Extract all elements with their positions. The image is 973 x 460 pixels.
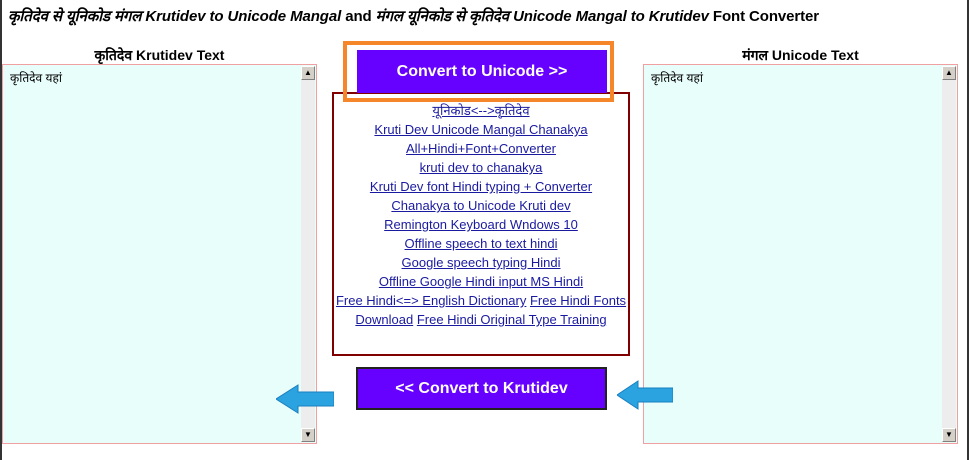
scroll-up-icon[interactable]: ▲ (301, 66, 315, 80)
unicode-textarea-value: कृतिदेव यहां (651, 71, 703, 85)
link-remington-keyboard[interactable]: Remington Keyboard Wndows 10 (384, 217, 578, 232)
link-all-hindi-font-converter[interactable]: All+Hindi+Font+Converter (406, 141, 556, 156)
link-kruti-dev-font-hindi-typing[interactable]: Kruti Dev font Hindi typing + Converter (369, 179, 593, 194)
page-title: कृतिदेव से यूनिकोड मंगल Krutidev to Unic… (8, 6, 968, 26)
unicode-text-label: मंगल Unicode Text (742, 47, 859, 63)
link-unicode-krutidev[interactable]: यूनिकोड<-->कृतिदेव (432, 103, 530, 118)
scroll-up-icon[interactable]: ▲ (942, 66, 956, 80)
related-links-box: यूनिकोड<-->कृतिदेव Kruti Dev Unicode Man… (332, 92, 630, 356)
arrow-left-icon (276, 384, 334, 414)
scroll-down-icon[interactable]: ▼ (301, 428, 315, 442)
convert-to-krutidev-button[interactable]: << Convert to Krutidev (356, 367, 607, 410)
krutidev-text-label: कृतिदेव Krutidev Text (94, 47, 225, 63)
title-part-1: कृतिदेव से यूनिकोड मंगल Krutidev to Unic… (8, 8, 342, 25)
title-part-3: मंगल यूनिकोड से कृतिदेव Unicode Mangal t… (375, 8, 709, 25)
link-offline-google-hindi-input[interactable]: Offline Google Hindi input MS Hindi (378, 274, 584, 289)
link-free-hindi-fonts-download[interactable]: Free Hindi Fonts Download (355, 293, 627, 327)
link-kruti-dev-to-chanakya[interactable]: kruti dev to chanakya (419, 160, 543, 175)
right-edge-line (967, 0, 969, 460)
link-krutidev-unicode-mangal-chanakya[interactable]: Kruti Dev Unicode Mangal Chanakya (374, 122, 588, 137)
convert-button-highlight (343, 41, 614, 102)
krutidev-scrollbar[interactable]: ▲ ▼ (301, 66, 315, 442)
left-edge-line (0, 0, 2, 460)
convert-to-unicode-button[interactable]: Convert to Unicode >> (357, 50, 607, 93)
link-free-hindi-type-training[interactable]: Free Hindi Original Type Training (416, 312, 607, 327)
link-free-hindi-english-dictionary[interactable]: Free Hindi<=> English Dictionary (335, 293, 527, 308)
title-part-2: and (341, 8, 376, 25)
arrow-left-icon (617, 380, 673, 410)
scroll-down-icon[interactable]: ▼ (942, 428, 956, 442)
krutidev-textarea-value: कृतिदेव यहां (10, 71, 62, 85)
link-chanakya-to-unicode[interactable]: Chanakya to Unicode Kruti dev (391, 198, 571, 213)
title-part-4: Font Converter (708, 8, 820, 25)
unicode-scrollbar[interactable]: ▲ ▼ (942, 66, 956, 442)
link-offline-speech-to-text[interactable]: Offline speech to text hindi (404, 236, 558, 251)
link-google-speech-typing[interactable]: Google speech typing Hindi (401, 255, 561, 270)
krutidev-textarea[interactable]: कृतिदेव यहां ▲ ▼ (2, 64, 317, 444)
unicode-textarea[interactable]: कृतिदेव यहां ▲ ▼ (643, 64, 958, 444)
